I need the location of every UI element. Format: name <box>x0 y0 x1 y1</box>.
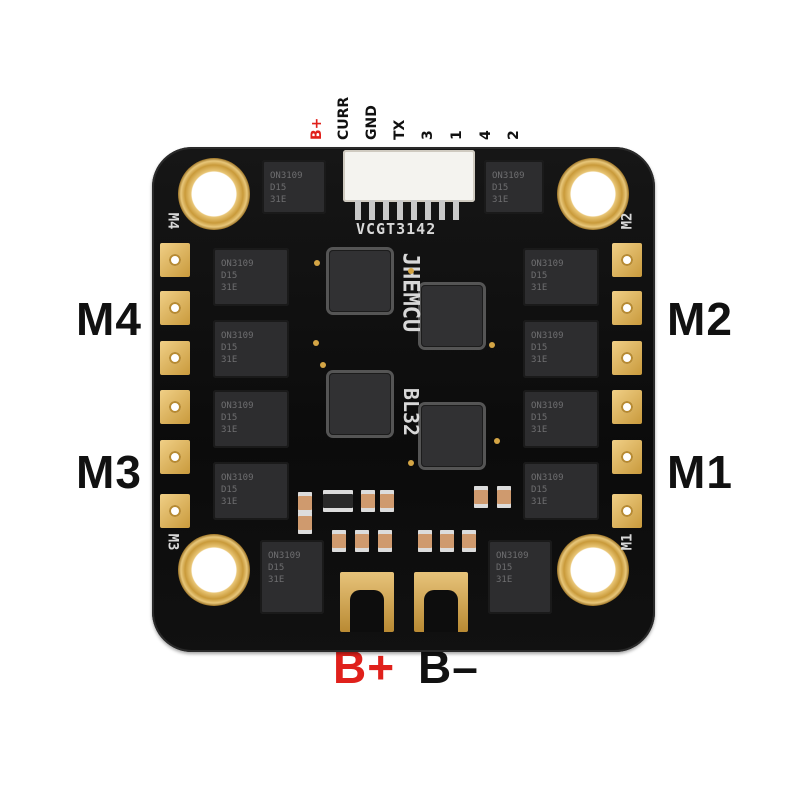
brand-silk: JHEMCU <box>397 252 423 333</box>
silk-m2: M2 <box>619 212 636 230</box>
pin-label-3: 3 <box>420 130 436 140</box>
pin-label-tx: TX <box>392 119 408 140</box>
capacitor <box>298 512 312 534</box>
motor-pad-right-1 <box>612 243 642 277</box>
battery-pad-positive <box>340 572 394 632</box>
silk-m1: M1 <box>619 533 636 551</box>
motor-pad-left-6 <box>160 494 190 528</box>
capacitor <box>298 492 312 514</box>
capacitor <box>378 530 392 552</box>
test-point <box>494 438 500 444</box>
capacitor <box>474 486 488 508</box>
pin-label-curr: CURR <box>336 96 352 140</box>
test-point <box>320 362 326 368</box>
capacitor <box>361 490 375 512</box>
capacitor <box>355 530 369 552</box>
test-point <box>408 460 414 466</box>
capacitor <box>332 530 346 552</box>
motor-label-m2: M2 <box>667 293 733 345</box>
capacitor <box>440 530 454 552</box>
motor-pad-right-2 <box>612 291 642 325</box>
diode <box>323 490 353 512</box>
silk-m4: M4 <box>164 212 181 230</box>
motor-label-m3: M3 <box>76 446 142 498</box>
mounting-hole-bottom-left <box>178 534 250 606</box>
mounting-hole-top-right <box>557 158 629 230</box>
test-point <box>489 342 495 348</box>
motor-label-m4: M4 <box>76 293 142 345</box>
driver-chip <box>329 250 391 312</box>
connector-pins <box>355 200 463 220</box>
motor-pad-left-1 <box>160 243 190 277</box>
pin-label-bplus: B+ <box>309 117 325 140</box>
capacitor <box>497 486 511 508</box>
capacitor <box>418 530 432 552</box>
test-point <box>313 340 319 346</box>
motor-pad-right-5 <box>612 440 642 474</box>
motor-pad-right-6 <box>612 494 642 528</box>
pin-label-2: 2 <box>506 130 522 140</box>
mcu-chip <box>421 285 483 347</box>
motor-pad-left-3 <box>160 341 190 375</box>
test-point <box>314 260 320 266</box>
motor-label-m1: M1 <box>667 446 733 498</box>
motor-pad-right-4 <box>612 390 642 424</box>
mounting-hole-bottom-right <box>557 534 629 606</box>
capacitor <box>380 490 394 512</box>
pin-label-gnd: GND <box>364 105 380 140</box>
battery-pad-negative <box>414 572 468 632</box>
header-connector <box>343 150 475 202</box>
motor-pad-left-2 <box>160 291 190 325</box>
motor-pad-right-3 <box>612 341 642 375</box>
pin-label-1: 1 <box>449 130 465 140</box>
mounting-hole-top-left <box>178 158 250 230</box>
connector-silk: VCGT3142 <box>356 220 437 238</box>
motor-pad-left-5 <box>160 440 190 474</box>
pin-label-4: 4 <box>478 130 494 140</box>
capacitor <box>462 530 476 552</box>
motor-pad-left-4 <box>160 390 190 424</box>
mcu-chip <box>421 405 483 467</box>
test-point <box>408 268 414 274</box>
silk-m3: M3 <box>164 533 181 551</box>
model-silk: BL32 <box>399 387 423 437</box>
driver-chip <box>329 373 391 435</box>
